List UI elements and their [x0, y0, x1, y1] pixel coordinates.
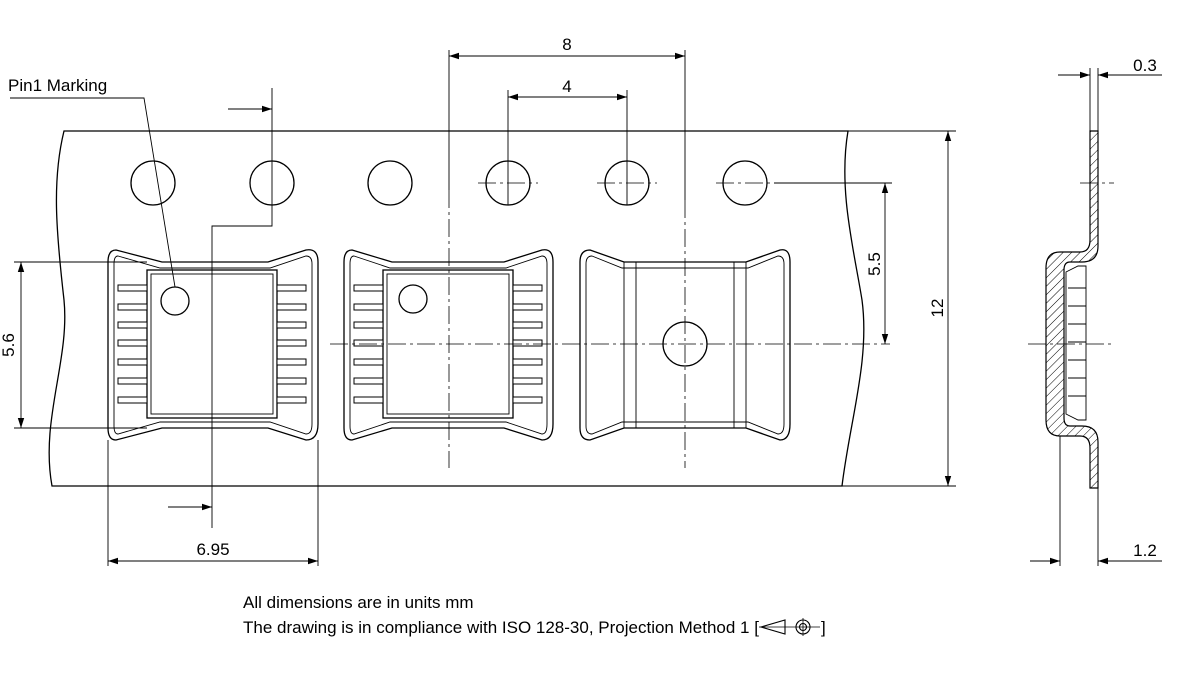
- pocket-2: [343, 249, 554, 441]
- section-hatch: [1045, 130, 1099, 489]
- pin1-reference: Pin1 Marking: [8, 76, 273, 528]
- dim-pocket-width: 6.95: [107, 440, 319, 566]
- projection-symbol-icon: [758, 618, 820, 636]
- compliance-text: The drawing is in compliance with ISO 12…: [243, 618, 759, 637]
- pocket-3-empty: [579, 249, 791, 441]
- dim-label-8: 8: [562, 35, 571, 54]
- leads-left: [353, 284, 384, 404]
- leads-right: [276, 284, 307, 404]
- dim-label-12: 12: [928, 299, 947, 318]
- dim-label-5-6: 5.6: [0, 333, 18, 357]
- leads-left: [117, 284, 148, 404]
- compliance-suffix: ]: [820, 618, 826, 637]
- leads-right: [512, 284, 543, 404]
- pin1-label: Pin1 Marking: [8, 76, 107, 95]
- sprocket-hole: [130, 160, 176, 206]
- compliance-note: The drawing is in compliance with ISO 12…: [243, 618, 826, 638]
- dim-pitch-feeder: 8: [448, 35, 686, 200]
- dim-pocket-depth: 1.2: [1030, 436, 1162, 566]
- pin1-leader: [10, 97, 176, 288]
- tape-section-view: [1028, 130, 1114, 489]
- dim-label-1-2: 1.2: [1133, 541, 1157, 560]
- dim-hole-to-center: 5.5: [774, 182, 892, 344]
- units-note: All dimensions are in units mm: [243, 593, 474, 612]
- pocket-1: [107, 249, 319, 441]
- dim-label-0-3: 0.3: [1133, 56, 1157, 75]
- dim-pitch-hole: 4: [507, 77, 628, 205]
- dim-pocket-length: 5.6: [0, 261, 147, 429]
- dim-label-6-95: 6.95: [196, 540, 229, 559]
- pin1-marker: [398, 284, 428, 314]
- dim-label-5-5: 5.5: [865, 252, 884, 276]
- dim-label-4: 4: [562, 77, 571, 96]
- dim-tape-width: 12: [842, 130, 956, 487]
- sprocket-hole: [367, 160, 413, 206]
- dim-tape-thickness: 0.3: [1058, 56, 1162, 131]
